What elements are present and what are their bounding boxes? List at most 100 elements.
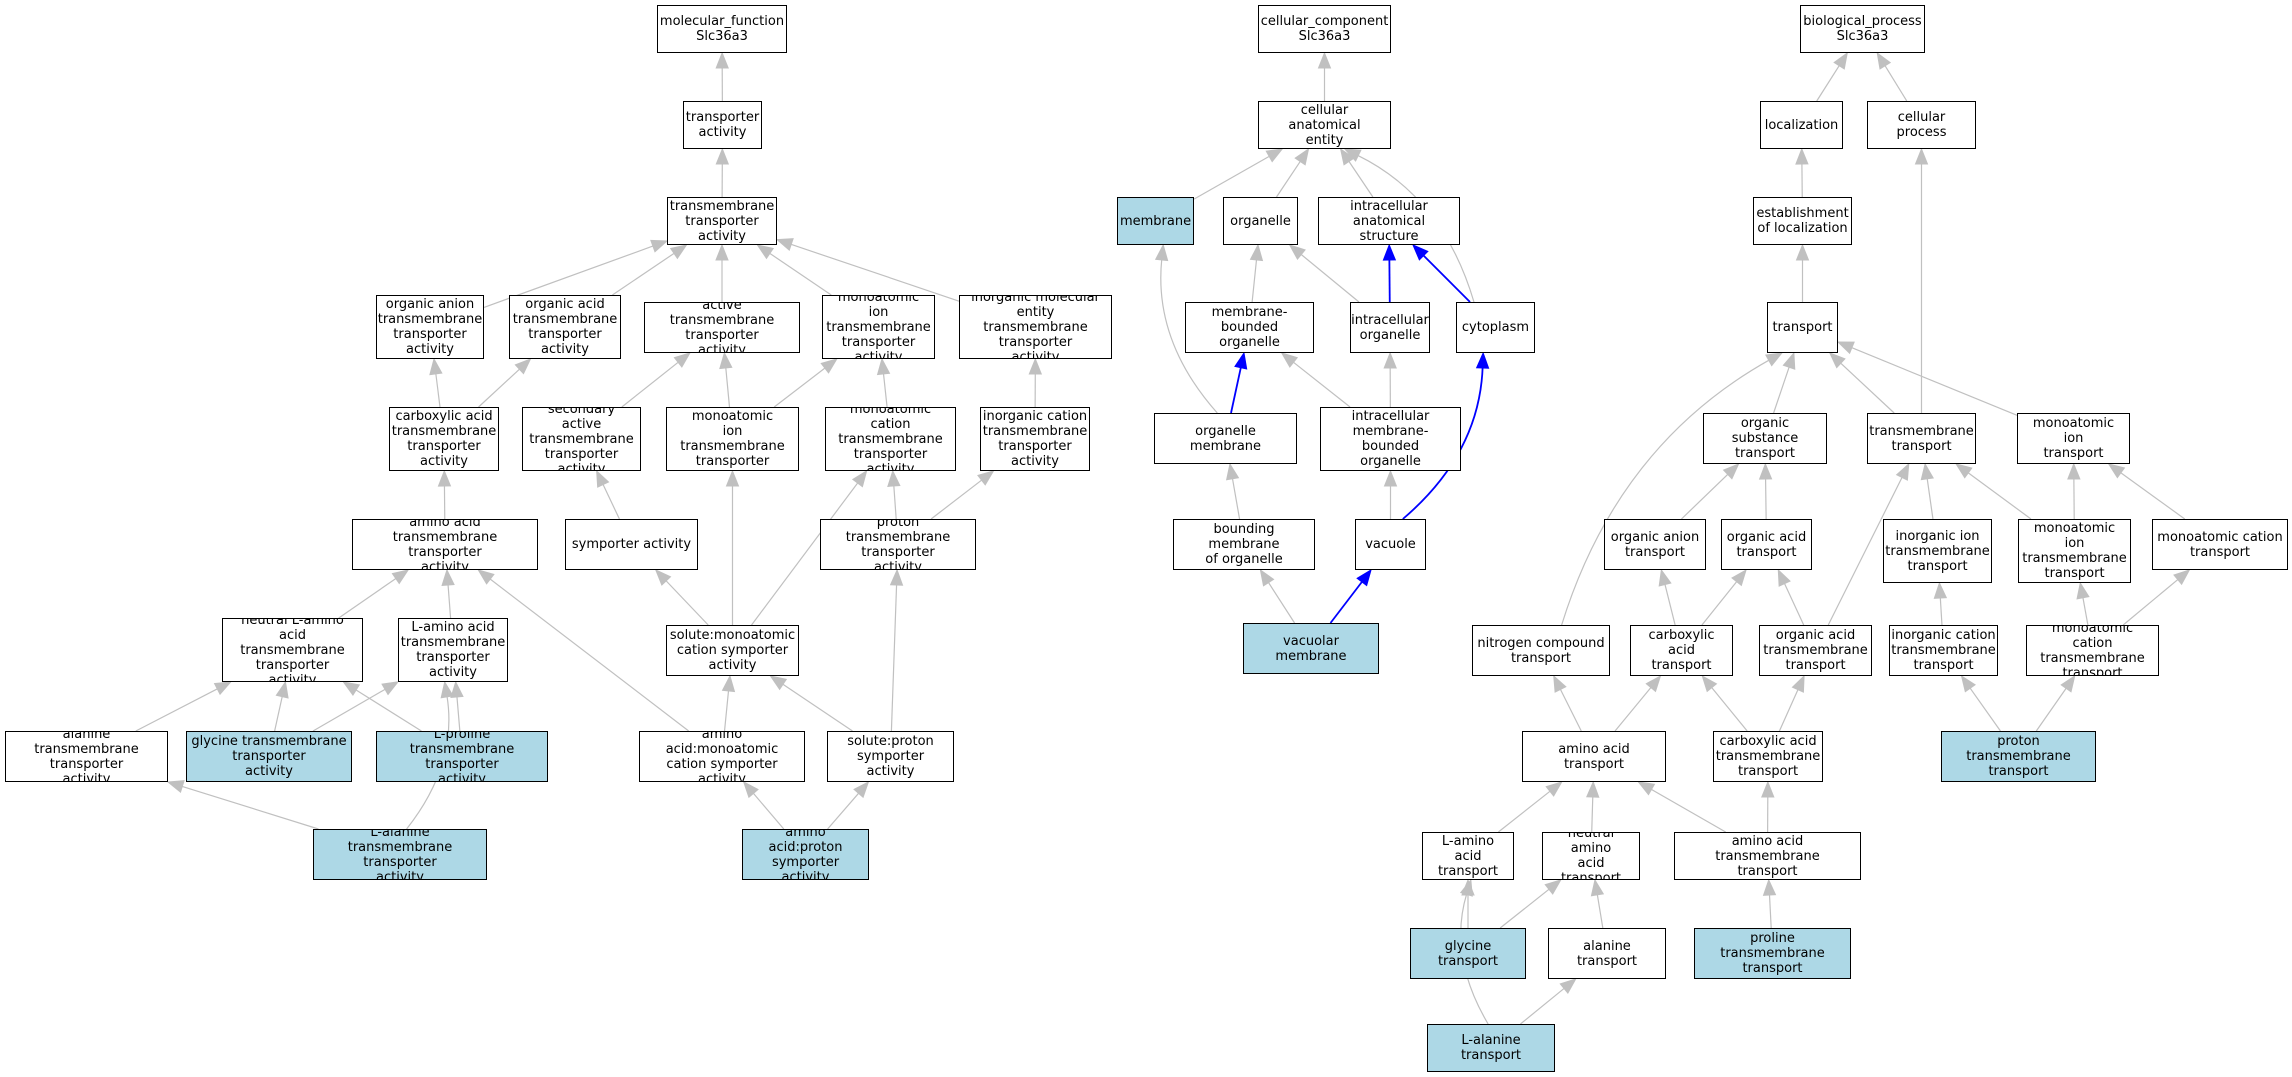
arrowhead: [2107, 463, 2126, 479]
node-label: alanine transmembrane transporter activi…: [34, 731, 139, 782]
edge-alanine-transport-to-neutral-aa-transport: [1590, 878, 1605, 929]
edge-line: [1839, 362, 1895, 414]
edge-inorganic-cation-tm-transport-to-inorganic-ion-tm: [1933, 581, 1948, 626]
edge-monoatomic-ion-transport-to-transport: [1836, 341, 2018, 416]
arrowhead: [1294, 147, 1310, 166]
arrowhead: [1645, 674, 1662, 693]
arrowhead: [1828, 352, 1846, 369]
node-label: organelle membrane: [1189, 423, 1262, 454]
node-label: secondary active transmembrane transport…: [529, 407, 634, 471]
edge-membrane-to-cell-anat: [1193, 148, 1284, 200]
edge-line: [1160, 258, 1218, 414]
arrowhead: [514, 358, 532, 375]
edge-active-tm-to-tm-transporter: [715, 243, 729, 302]
node-inorganic-cation-tm: inorganic cation transmembrane transport…: [980, 407, 1090, 471]
node-organic-acid-transport: organic acid transport: [1721, 519, 1812, 570]
edge-vacuole-to-intracell-mb: [1383, 469, 1398, 519]
node-lproline-tm: L-proline transmembrane transporter acti…: [376, 731, 548, 782]
node-intracell-anat: intracellular anatomical structure: [1318, 197, 1460, 245]
edge-amino-acid-tm-to-carboxylic-tm: [437, 469, 452, 520]
arrowhead: [1920, 462, 1934, 481]
edge-laa-tm-to-amino-acid-tm: [441, 568, 455, 619]
edge-organelle-membrane-to-membrane-bounded: [1230, 351, 1248, 414]
node-label: amino acid transmembrane transporter act…: [392, 519, 498, 570]
node-symporter: symporter activity: [565, 519, 698, 570]
node-label: localization: [1764, 117, 1839, 133]
arrowhead: [596, 469, 610, 488]
arrowhead: [1833, 51, 1848, 70]
node-label: cytoplasm: [1461, 320, 1530, 335]
arrowhead: [889, 568, 904, 586]
edge-line: [2122, 578, 2179, 626]
node-label: solute:proton symporter activity: [847, 734, 934, 779]
edge-line: [1764, 477, 1767, 520]
edge-solute-proton-to-solute-monoatomic: [769, 675, 853, 732]
node-bounding-membrane: bounding membrane of organelle: [1173, 519, 1315, 570]
edge-tm-transporter-to-transporter-activity: [715, 147, 730, 198]
node-label: membrane: [1119, 213, 1192, 229]
arrowhead: [1259, 568, 1275, 587]
node-amino-acid-tm: amino acid transmembrane transporter act…: [352, 519, 538, 570]
edge-line: [1561, 359, 1770, 626]
arrowhead: [775, 238, 794, 251]
arrowhead: [2067, 462, 2081, 480]
node-label: monoatomic cation transmembrane transpor…: [2040, 625, 2145, 676]
edge-lalanine-transport-to-alanine-transport: [1520, 978, 1577, 1025]
arrowhead: [669, 244, 688, 260]
arrowhead: [1382, 243, 1397, 261]
arrowhead: [887, 469, 901, 487]
arrowhead: [1249, 243, 1264, 262]
edge-organelle-membrane-to-membrane: [1154, 243, 1218, 414]
edge-line: [612, 252, 676, 296]
edge-line: [1251, 258, 1258, 303]
node-organelle-membrane: organelle membrane: [1154, 413, 1297, 464]
arrowhead: [1933, 581, 1948, 599]
node-label: intracellular anatomical structure: [1350, 198, 1428, 244]
node-cc-root: cellular_component Slc36a3: [1258, 5, 1391, 53]
edge-line: [752, 792, 785, 830]
edge-organic-acid-tm-to-tm-transporter: [612, 244, 688, 296]
arrowhead: [1586, 780, 1600, 798]
node-glycine-transport: glycine transport: [1410, 928, 1526, 979]
node-label: nitrogen compound transport: [1477, 635, 1605, 666]
edge-line: [456, 695, 461, 732]
edge-solute-monoatomic-to-symporter: [654, 569, 709, 626]
edge-inorganic-cation-tm-to-inorganic-mol-tm: [1028, 357, 1043, 408]
edge-proton-tm-transport-to-inorganic-cation-tm-transport: [1960, 674, 2001, 732]
edge-line: [602, 483, 620, 520]
edge-cellular-process-to-bp-root: [1876, 51, 1908, 102]
arrowhead: [756, 244, 775, 260]
edge-transport-to-establishment: [1795, 243, 1810, 302]
edge-membrane-bounded-to-organelle: [1249, 243, 1264, 303]
node-proton-tm-act: proton transmembrane transporter activit…: [820, 519, 976, 570]
node-label: inorganic cation transmembrane transport…: [982, 409, 1088, 469]
node-label: transmembrane transporter activity: [669, 198, 775, 244]
edge-line: [1231, 477, 1241, 520]
edge-glycine-transport-to-neutral-aa-transport: [1499, 879, 1562, 929]
node-laa-transport: L-amino acid transport: [1422, 832, 1514, 880]
edge-line: [751, 481, 859, 626]
edge-establishment-to-localization: [1795, 147, 1809, 198]
edge-cell-anat-to-cc-root: [1317, 51, 1332, 101]
node-label: inorganic cation transmembrane transport: [1891, 628, 1996, 673]
edge-vacuolar-membrane-to-vacuole: [1329, 568, 1372, 624]
node-label: amino acid transmembrane transport: [1715, 833, 1820, 879]
node-proton-tm-transport: proton transmembrane transport: [1941, 731, 2096, 782]
edge-organic-acid-tm-transport-to-tm-transport: [1827, 462, 1910, 626]
node-carboxylic-transport: carboxylic acid transport: [1630, 625, 1733, 676]
arrowhead: [1544, 879, 1562, 895]
arrowhead: [1782, 351, 1796, 370]
node-label: monoatomic cation transport: [2157, 529, 2283, 560]
edge-line: [1701, 580, 1738, 626]
arrowhead: [2173, 569, 2191, 586]
edge-line: [768, 252, 832, 296]
edge-line: [1422, 254, 1471, 303]
node-label: symporter activity: [571, 537, 692, 552]
edge-organic-substance-to-transport: [1773, 351, 1796, 414]
arrowhead: [1758, 462, 1773, 480]
edge-organic-acid-tm-transport-to-organic-acid-transport: [1777, 568, 1805, 626]
edge-line: [1498, 790, 1552, 833]
node-aa-proton: amino acid:proton symporter activity: [742, 829, 869, 880]
arrowhead: [1795, 243, 1810, 261]
